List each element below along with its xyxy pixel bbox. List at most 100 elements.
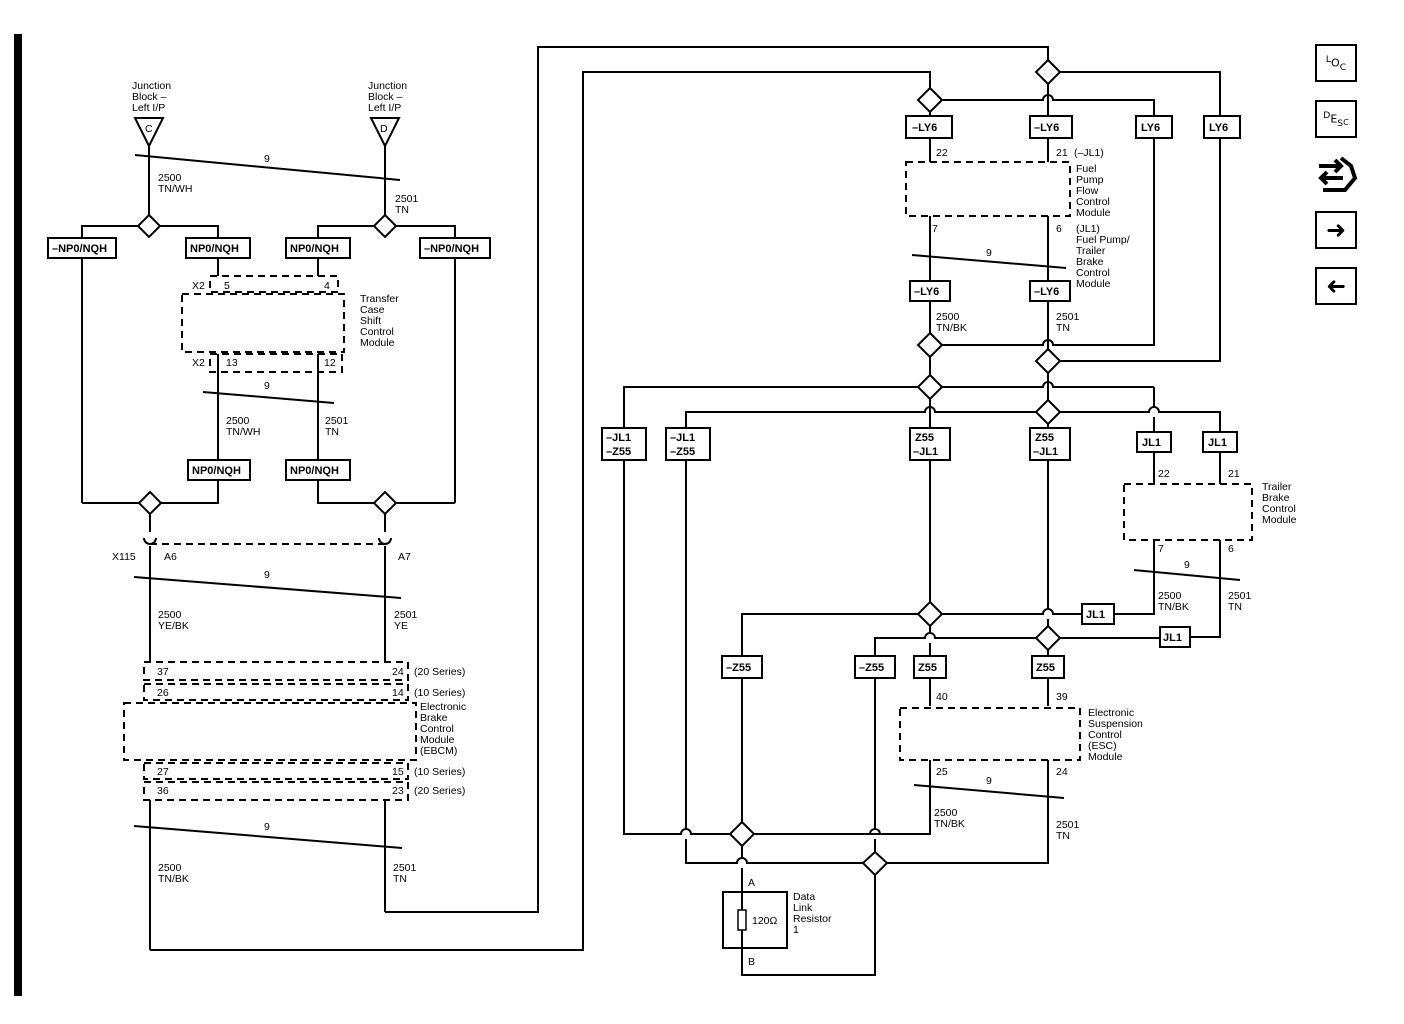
svg-text:22: 22 (936, 147, 948, 159)
svg-text:37: 37 (157, 666, 169, 678)
option-box: NP0/NQH (187, 459, 251, 481)
svg-text:2501: 2501 (393, 862, 417, 874)
svg-text:Control: Control (1076, 196, 1110, 208)
option-box: JL1 (1159, 626, 1191, 648)
svg-text:2501: 2501 (394, 609, 418, 621)
svg-text:21: 21 (1056, 147, 1068, 159)
svg-text:–Z55: –Z55 (859, 662, 884, 674)
svg-text:2500: 2500 (158, 172, 182, 184)
svg-text:Brake: Brake (1262, 492, 1290, 504)
svg-text:9: 9 (1184, 559, 1190, 571)
svg-text:36: 36 (157, 785, 169, 797)
svg-text:TN/WH: TN/WH (158, 183, 192, 195)
option-box: –NP0/NQH (47, 237, 117, 259)
svg-text:27: 27 (157, 766, 169, 778)
svg-text:Brake: Brake (1076, 256, 1104, 268)
svg-text:–Z55: –Z55 (726, 662, 751, 674)
svg-text:Z55: Z55 (1036, 662, 1055, 674)
svg-text:Resistor: Resistor (793, 913, 832, 925)
svg-text:–JL1: –JL1 (913, 446, 938, 458)
svg-text:TN: TN (325, 426, 339, 438)
svg-text:–JL1: –JL1 (1033, 446, 1058, 458)
svg-text:Fuel Pump/: Fuel Pump/ (1076, 234, 1130, 246)
option-box: LY6 (1135, 115, 1173, 139)
trailer-brake-control-module: 22 21 Trailer Brake Control Module 7 6 (1123, 468, 1297, 555)
svg-text:Control: Control (1262, 503, 1296, 515)
svg-text:Control: Control (1076, 267, 1110, 279)
svg-text:9: 9 (264, 380, 270, 392)
svg-text:(ESC): (ESC) (1088, 740, 1117, 752)
svg-text:NP0/NQH: NP0/NQH (190, 243, 239, 255)
svg-text:Data: Data (793, 891, 815, 903)
svg-text:40: 40 (936, 691, 948, 703)
svg-text:Module: Module (1076, 207, 1111, 219)
option-box: LY6 (1203, 115, 1241, 139)
svg-text:X115: X115 (112, 551, 136, 563)
svg-text:(10 Series): (10 Series) (414, 687, 465, 699)
svg-text:2501: 2501 (325, 415, 349, 427)
svg-text:2501: 2501 (395, 193, 419, 205)
svg-text:2500: 2500 (158, 862, 182, 874)
left-margin-bar (14, 34, 22, 996)
svg-text:24: 24 (392, 666, 404, 678)
arrow-left-icon: ➜ (1325, 272, 1347, 300)
twisted-pair-marker: 9 (202, 380, 335, 404)
svg-text:2500: 2500 (226, 415, 250, 427)
svg-text:NP0/NQH: NP0/NQH (290, 465, 339, 477)
svg-text:NP0/NQH: NP0/NQH (290, 243, 339, 255)
svg-text:Junction: Junction (132, 80, 171, 92)
option-box: –LY6 (909, 280, 951, 302)
svg-text:2500: 2500 (936, 311, 960, 323)
svg-text:YE: YE (394, 620, 408, 632)
previous-page-button[interactable]: ➜ (1315, 267, 1357, 305)
next-page-button[interactable]: ➜ (1315, 211, 1357, 249)
svg-text:Link: Link (793, 902, 813, 914)
twisted-pair-marker: 9 (1133, 559, 1241, 581)
twisted-pair-marker: 9 (913, 775, 1065, 799)
svg-text:TN: TN (393, 873, 407, 885)
svg-text:2500: 2500 (1158, 590, 1182, 602)
svg-text:15: 15 (392, 766, 404, 778)
svg-text:9: 9 (264, 569, 270, 581)
svg-text:Left I/P: Left I/P (132, 102, 165, 114)
option-box: –LY6 (1029, 115, 1073, 139)
svg-text:25: 25 (936, 766, 948, 778)
svg-text:TN: TN (1056, 830, 1070, 842)
option-box: –JL1 –Z55 (665, 427, 711, 461)
svg-text:7: 7 (1158, 543, 1164, 555)
svg-text:9: 9 (264, 821, 270, 833)
fuel-pump-flow-control-module: 22 21 (–JL1) Fuel Pump Flow Control Modu… (905, 147, 1130, 290)
option-box: JL1 (1136, 431, 1172, 453)
svg-text:–Z55: –Z55 (606, 446, 631, 458)
option-box: NP0/NQH (185, 237, 251, 259)
svg-text:A: A (748, 877, 755, 889)
svg-text:(–JL1): (–JL1) (1074, 147, 1104, 159)
svg-text:Brake: Brake (420, 712, 448, 724)
location-button[interactable]: LOC (1315, 44, 1357, 82)
svg-text:–NP0/NQH: –NP0/NQH (52, 243, 107, 255)
connector-button[interactable] (1315, 152, 1359, 196)
svg-text:–NP0/NQH: –NP0/NQH (424, 243, 479, 255)
svg-text:–LY6: –LY6 (1034, 286, 1059, 298)
option-box: Z55 (913, 655, 947, 679)
svg-text:X2: X2 (192, 280, 205, 292)
svg-text:A6: A6 (164, 551, 177, 563)
arrow-right-icon: ➜ (1325, 216, 1347, 244)
svg-text:9: 9 (986, 775, 992, 787)
svg-text:–Z55: –Z55 (670, 446, 695, 458)
svg-text:(10 Series): (10 Series) (414, 766, 465, 778)
svg-text:C: C (145, 123, 153, 135)
svg-text:Module: Module (1262, 514, 1297, 526)
svg-text:1: 1 (793, 924, 799, 936)
description-button[interactable]: DESC (1315, 100, 1357, 138)
option-box: –Z55 (854, 655, 896, 679)
svg-text:Transfer: Transfer (360, 293, 399, 305)
svg-text:6: 6 (1228, 543, 1234, 555)
svg-text:26: 26 (157, 687, 169, 699)
option-box: –LY6 (1029, 280, 1071, 302)
option-box: –Z55 (721, 655, 763, 679)
option-box: Z55 –JL1 (1029, 427, 1071, 461)
svg-text:Z55: Z55 (918, 662, 937, 674)
svg-text:2501: 2501 (1056, 311, 1080, 323)
connector-icon (1318, 156, 1358, 192)
